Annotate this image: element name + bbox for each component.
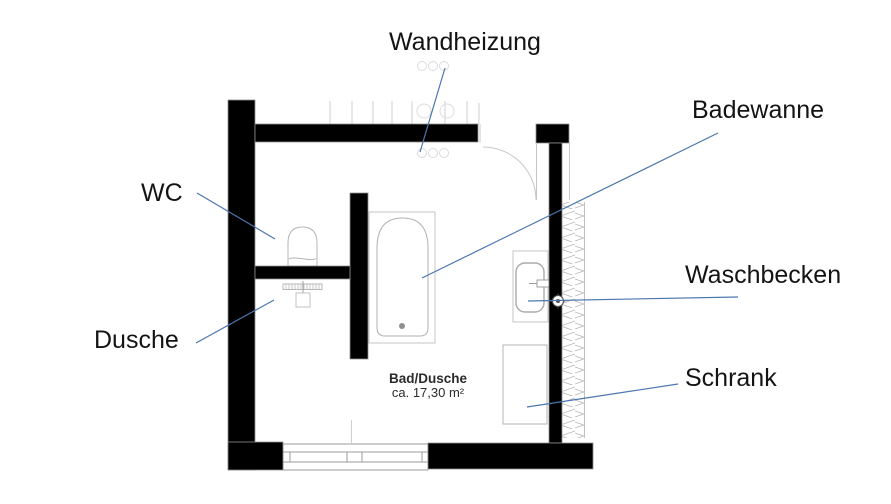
room-name: Bad/Dusche [388, 371, 468, 386]
leader-lines [195, 67, 739, 408]
wall-layer [227, 99, 594, 471]
right-wall [548, 142, 563, 444]
washbasin-fixture [512, 250, 550, 323]
label-wandheizung: Wandheizung [389, 28, 541, 56]
middle-vertical-wall [349, 192, 369, 360]
shower-fixture [282, 281, 323, 308]
bathtub-fixture [368, 211, 436, 344]
left-wall [227, 99, 256, 471]
room-label: Bad/Dusche ca. 17,30 m² [348, 371, 508, 400]
room-area: ca. 17,30 m² [391, 385, 465, 400]
label-badewanne: Badewanne [692, 96, 825, 124]
schrank-leader-line [526, 383, 679, 408]
label-schrank: Schrank [685, 364, 777, 392]
insulation-hatch [562, 202, 585, 438]
radiator-ticks-icon [329, 101, 480, 124]
bottom-wall [427, 442, 594, 470]
badewanne-leader-line [421, 132, 719, 279]
door-swing-arc [479, 124, 570, 201]
wc-fixture [287, 226, 318, 267]
dusche-leader-line [195, 299, 275, 344]
label-wc: WC [141, 179, 183, 207]
label-dusche: Dusche [94, 326, 179, 354]
shower-partition-wall [254, 265, 351, 280]
cabinet-fixture [502, 344, 548, 425]
waschbecken-leader-line [527, 296, 739, 302]
window-symbol [282, 420, 429, 471]
right-wall-top-block [535, 123, 570, 144]
label-waschbecken: Waschbecken [685, 261, 842, 289]
faucet-icon [536, 279, 550, 288]
wc-leader-line [196, 192, 276, 240]
wandheizung-leader-line [419, 67, 446, 153]
top-wall [254, 123, 479, 143]
bottom-left-wall [227, 441, 284, 471]
wall-heating-circles-icon [417, 61, 449, 158]
bathtub-drain-icon [399, 323, 405, 329]
